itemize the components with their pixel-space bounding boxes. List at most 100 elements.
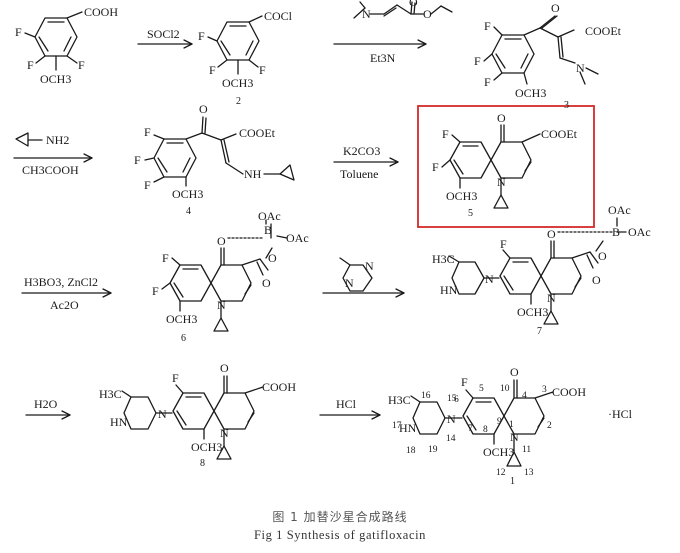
ring-n-label: N: [217, 298, 226, 312]
fluoro-label: F: [432, 160, 439, 174]
atom-number: 10: [500, 384, 510, 394]
fluoro-label: F: [172, 371, 179, 385]
ester-label: COOEt: [541, 127, 578, 141]
atom-number: 1: [509, 420, 514, 430]
salt-label: ·HCl: [608, 407, 633, 421]
compound-6: [161, 219, 288, 332]
ketone-o-label: O: [220, 361, 229, 375]
compound-benzoic-acid: [24, 11, 83, 71]
arrow1-above: SOCl2: [147, 27, 180, 41]
arrow3-above: NH2: [46, 133, 69, 147]
atom-number: 17: [392, 421, 402, 431]
acetoxy-label: OAc: [608, 203, 631, 217]
atom-number: 12: [496, 468, 506, 478]
methoxy-label: OCH3: [191, 440, 222, 454]
compound-number: 3: [564, 100, 569, 111]
ketone-o-label: O: [510, 365, 519, 379]
atom-numbers: 1 2 3 4 5 6 7 8 9 10 11 12 13 14 15 16 1…: [392, 384, 552, 478]
methoxy-label: OCH3: [515, 86, 546, 100]
ring-n-label: N: [497, 175, 506, 189]
fluoro-label: F: [144, 125, 151, 139]
boron-label: B: [612, 225, 620, 239]
methoxy-label: OCH3: [446, 189, 477, 203]
atom-number: 4: [522, 391, 527, 401]
arrow8-above: HCl: [336, 397, 357, 411]
methoxy-label: OCH3: [172, 187, 203, 201]
atom-number: 7: [468, 424, 473, 434]
boron-label: B: [264, 223, 272, 237]
atom-number: 18: [406, 446, 416, 456]
acid-label: COOH: [552, 385, 586, 399]
fluoro-label: F: [442, 127, 449, 141]
reagent-n-label: N: [362, 7, 371, 21]
amine-label: NH: [244, 167, 262, 181]
reagent-o-label: O: [423, 7, 432, 21]
atom-number: 15: [447, 394, 457, 404]
reagent-n-label: N: [345, 276, 354, 290]
acyl-label: COCl: [264, 9, 293, 23]
arrow4-above: K2CO3: [343, 144, 380, 158]
methyl-label: H3C: [432, 252, 455, 266]
arrow2-below: Et3N: [370, 51, 396, 65]
piperazine-n-label: N: [485, 272, 494, 286]
atom-number: 14: [446, 434, 456, 444]
compound-3: [483, 15, 599, 85]
fluoro-label: F: [474, 54, 481, 68]
compound-number: 5: [468, 208, 473, 219]
piperazine-nh-label: HN: [440, 283, 458, 297]
compound-number: 1: [510, 476, 515, 487]
compound-number: 4: [186, 206, 191, 217]
atom-number: 16: [421, 391, 431, 401]
piperazine-n-label: N: [447, 412, 456, 426]
fluoro-label: F: [78, 58, 85, 72]
cyclopropylamine-reagent: [15, 132, 43, 147]
piperazine-nh-label: HN: [399, 421, 417, 435]
arrow5-above: H3BO3, ZnCl2: [24, 275, 98, 289]
ester-o-label: O: [598, 249, 607, 263]
labels: COOH F F F OCH3 SOCl2 COCl F F F OCH3 2 …: [15, 0, 651, 487]
ketone-o-label: O: [547, 227, 556, 241]
amine-label: N: [576, 61, 585, 75]
methoxy-label: OCH3: [517, 305, 548, 319]
atom-number: 3: [542, 385, 547, 395]
atom-number: 6: [454, 395, 459, 405]
ring-n-label: N: [220, 426, 229, 440]
fluoro-label: F: [209, 63, 216, 77]
compound-number: 6: [181, 333, 186, 344]
atom-number: 5: [479, 384, 484, 394]
compound-number: 2: [236, 96, 241, 107]
compound-5: [441, 124, 541, 209]
methoxy-label: OCH3: [483, 445, 514, 459]
methoxy-label: OCH3: [222, 76, 253, 90]
fluoro-label: F: [461, 375, 468, 389]
acetoxy-label: OAc: [628, 225, 651, 239]
methyl-label: H3C: [99, 387, 122, 401]
acid-label: COOH: [262, 380, 296, 394]
caption-english: Fig 1 Synthesis of gatifloxacin: [253, 528, 427, 542]
ester-o-label: O: [268, 251, 277, 265]
compound-number: 8: [200, 458, 205, 469]
atom-number: 11: [522, 445, 531, 455]
fluoro-label: F: [484, 75, 491, 89]
atom-number: 8: [483, 425, 488, 435]
ester-label: COOEt: [585, 24, 622, 38]
methoxy-label: OCH3: [40, 72, 71, 86]
fluoro-label: F: [15, 25, 22, 39]
arrow7-above: H2O: [34, 397, 58, 411]
arrow5-below: Ac2O: [50, 298, 79, 312]
acetoxy-label: OAc: [286, 231, 309, 245]
compound-1-gatifloxacin: [410, 379, 554, 467]
piperazine-n-label: N: [158, 407, 167, 421]
compound-number: 7: [537, 326, 542, 337]
ketone-o-label: O: [551, 1, 560, 15]
carbonyl-o-label: O: [262, 276, 271, 290]
ring-n-label: N: [510, 430, 519, 444]
methoxy-label: OCH3: [166, 312, 197, 326]
atom-number: 19: [428, 445, 438, 455]
ring-n-label: N: [547, 291, 556, 305]
atom-number: 2: [547, 421, 552, 431]
fluoro-label: F: [198, 29, 205, 43]
methyl-label: H3C: [388, 393, 411, 407]
ketone-o-label: O: [199, 102, 208, 116]
